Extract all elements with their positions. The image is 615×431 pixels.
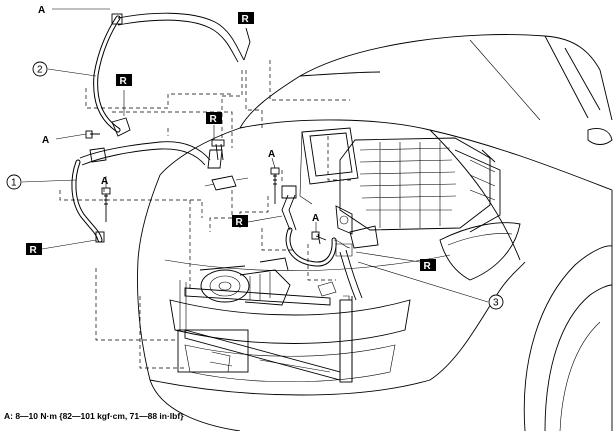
label-r-right-text: R	[424, 261, 432, 272]
label-r-top: R	[238, 12, 254, 25]
label-a-top-text: A	[38, 5, 45, 16]
callout-1: 1	[6, 174, 22, 190]
callout-1-text: 1	[11, 178, 17, 189]
label-a-left-text: A	[42, 135, 49, 146]
label-r-center-text: R	[236, 217, 244, 228]
label-r-hose2: R	[116, 74, 132, 87]
compressor	[199, 257, 291, 306]
cooler-pipe-1	[71, 141, 223, 243]
condenser	[179, 280, 353, 383]
callout-3: 3	[488, 294, 504, 310]
leader-lines	[21, 8, 489, 303]
label-a-right: A	[312, 213, 319, 224]
cooler-hose-2	[93, 12, 251, 137]
hvac-unit	[299, 127, 501, 249]
callout-3-text: 3	[493, 298, 499, 309]
callout-2: 2	[32, 61, 48, 77]
guide-lines	[59, 60, 352, 369]
label-r-hose2-text: R	[120, 76, 128, 87]
label-r-top-text: R	[242, 14, 250, 25]
cooler-hose-3	[281, 185, 351, 267]
label-r-bracket-text: R	[210, 114, 218, 125]
label-r-left: R	[26, 243, 42, 256]
label-r-left-text: R	[30, 245, 38, 256]
label-a-center-text: A	[268, 149, 275, 160]
callout-2-text: 2	[37, 65, 43, 76]
label-a-right-text: A	[312, 213, 319, 224]
label-a-center: A	[268, 149, 275, 160]
bolts	[85, 130, 327, 245]
liquid-line	[335, 243, 363, 301]
label-r-bracket: R	[206, 112, 222, 125]
label-r-center: R	[232, 215, 248, 228]
label-a-left: A	[42, 135, 49, 146]
label-a-lower-left-text: A	[101, 176, 108, 187]
label-a-top: A	[38, 5, 45, 16]
bracket-pipes	[204, 139, 249, 191]
torque-specification: A: 8—10 N·m {82—101 kgf·cm, 71—88 in·lbf…	[4, 411, 184, 421]
label-r-right: R	[420, 259, 436, 272]
label-a-lower-left: A	[101, 176, 108, 187]
